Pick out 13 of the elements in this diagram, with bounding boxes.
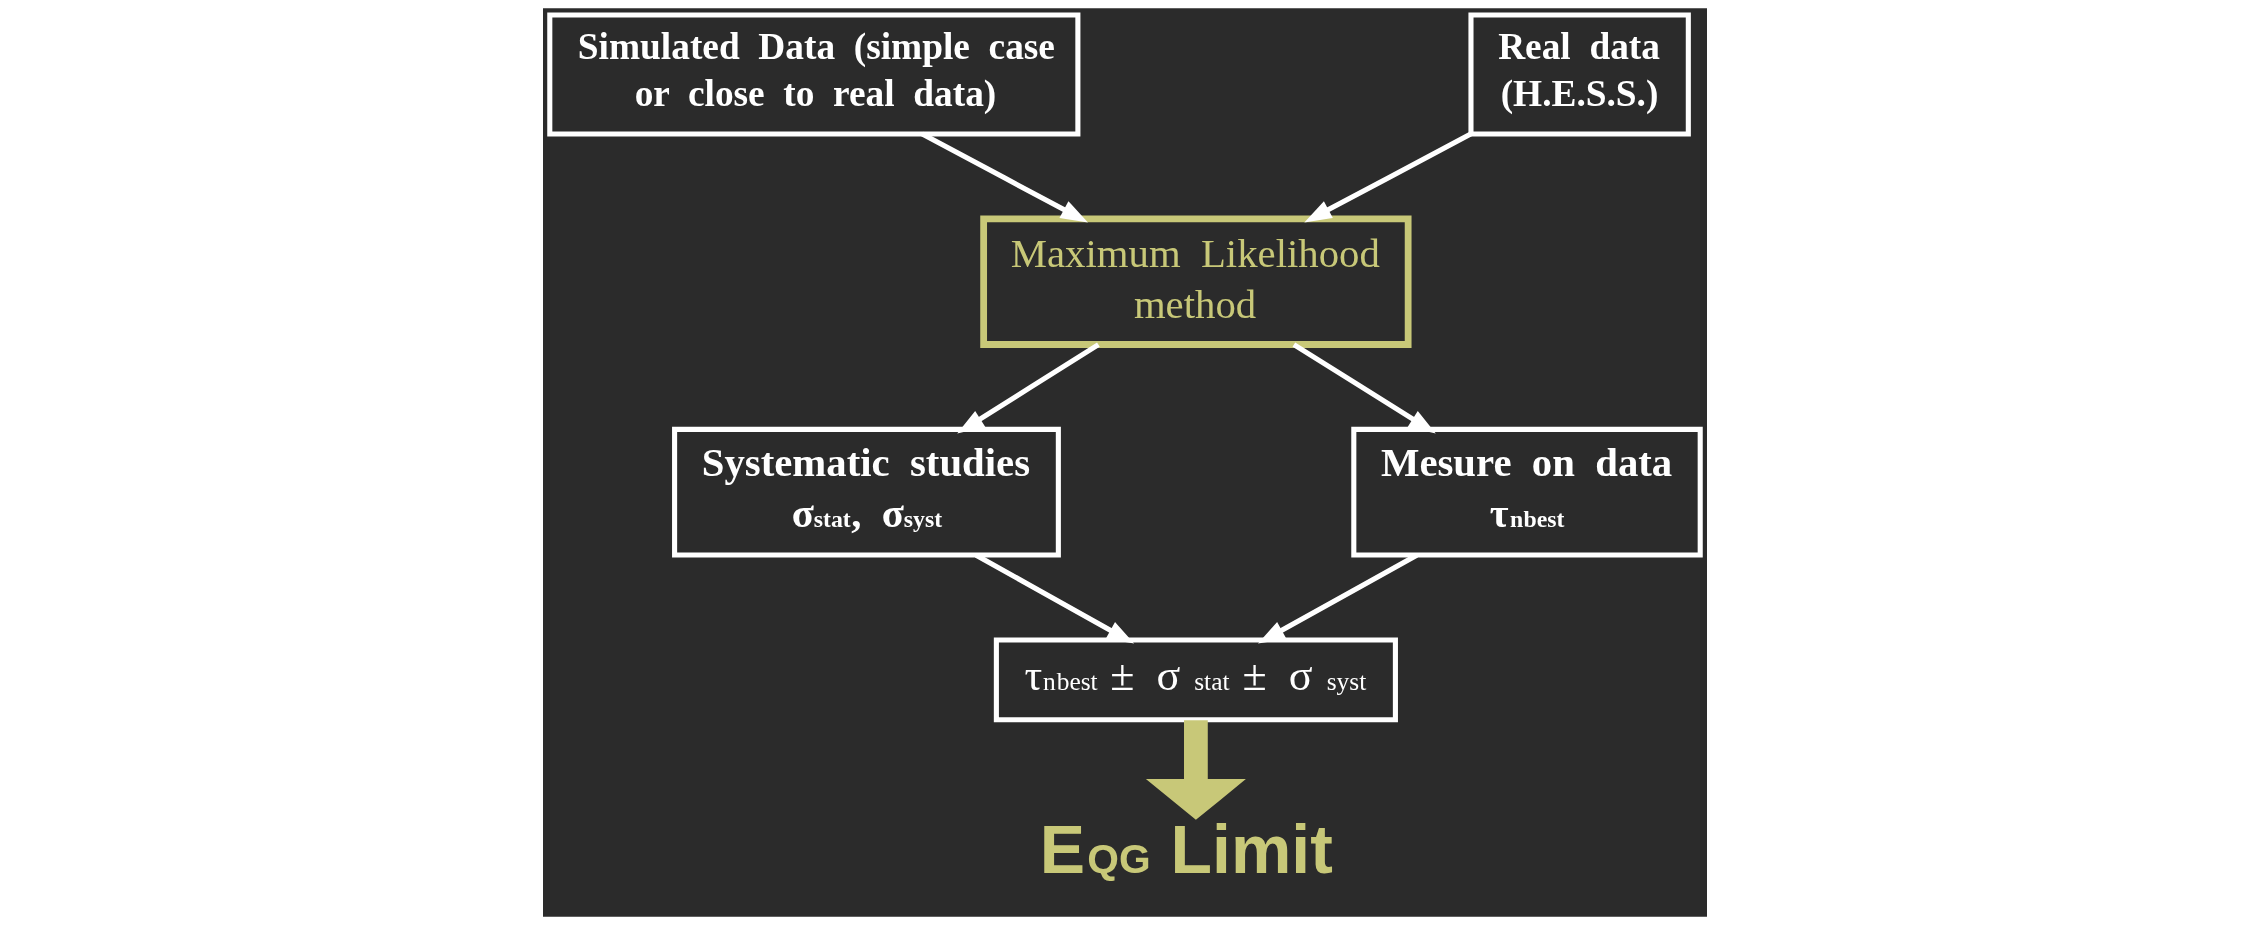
arrow xyxy=(957,342,1100,434)
node-box: Mesure on data τnbest xyxy=(1351,426,1703,558)
arrow xyxy=(1145,720,1246,820)
node-text: EQG Limit xyxy=(1039,811,1333,887)
arrow xyxy=(1257,553,1418,644)
node-box: Real data (H.E.S.S.) xyxy=(1468,12,1691,137)
arrow xyxy=(974,553,1135,644)
arrow xyxy=(1292,342,1436,434)
node-box: Maximum Likelihood method xyxy=(980,215,1412,348)
arrow xyxy=(1304,131,1472,223)
node-box: Systematic studies σstat, σsyst xyxy=(672,426,1061,558)
node-box: Simulated Data (simple case or close to real data) xyxy=(547,12,1081,137)
arrow xyxy=(921,131,1088,223)
